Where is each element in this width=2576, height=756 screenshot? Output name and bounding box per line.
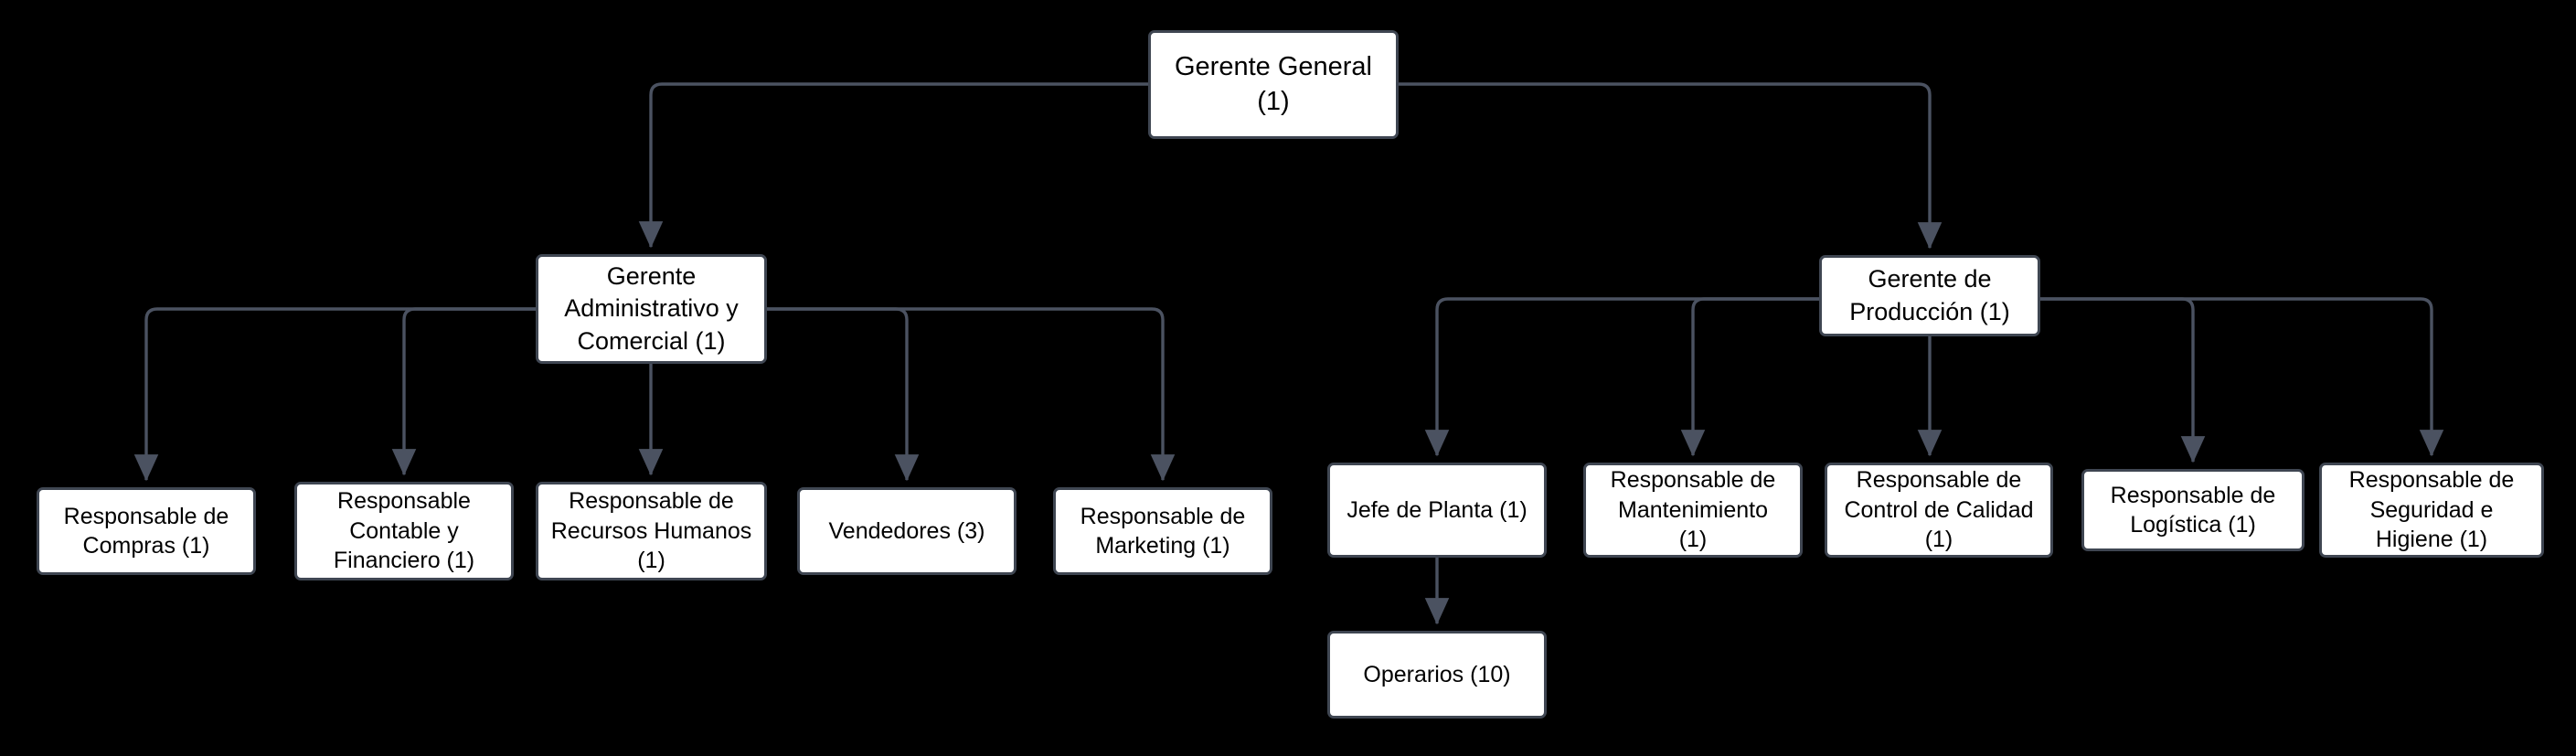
node-responsable-logistica[interactable]: Responsable de Logística (1) <box>2081 469 2305 551</box>
edge-admin-vendedores <box>767 307 920 482</box>
node-label: Responsable de Mantenimiento (1) <box>1610 467 1776 553</box>
edge-prod-mantenimiento <box>1680 297 1819 457</box>
node-responsable-mantenimiento[interactable]: Responsable de Mantenimiento (1) <box>1583 463 1803 558</box>
edge-prod-logistica <box>2040 297 2206 463</box>
node-label: Gerente General (1) <box>1174 51 1372 116</box>
node-gerente-produccion[interactable]: Gerente de Producción (1) <box>1819 255 2040 336</box>
node-responsable-compras[interactable]: Responsable de Compras (1) <box>37 487 256 575</box>
node-label: Responsable de Recursos Humanos (1) <box>550 488 752 574</box>
node-responsable-control-calidad[interactable]: Responsable de Control de Calidad (1) <box>1825 463 2053 558</box>
node-label: Responsable Contable y Financiero (1) <box>333 488 475 574</box>
edge-admin-marketing <box>767 307 1176 482</box>
edge-prod-jefe-planta <box>1424 297 1819 457</box>
edge-prod-seguridad <box>2040 297 2444 457</box>
node-responsable-recursos-humanos[interactable]: Responsable de Recursos Humanos (1) <box>536 482 767 580</box>
node-label: Jefe de Planta (1) <box>1347 496 1528 523</box>
node-gerente-general[interactable]: Gerente General (1) <box>1148 30 1399 139</box>
node-label: Responsable de Compras (1) <box>63 503 229 559</box>
node-operarios[interactable]: Operarios (10) <box>1327 631 1547 719</box>
node-responsable-marketing[interactable]: Responsable de Marketing (1) <box>1053 487 1272 575</box>
node-responsable-contable-financiero[interactable]: Responsable Contable y Financiero (1) <box>294 482 514 580</box>
node-vendedores[interactable]: Vendedores (3) <box>797 487 1017 575</box>
edge-admin-compras <box>133 307 536 482</box>
node-label: Vendedores (3) <box>828 517 985 544</box>
node-label: Responsable de Logística (1) <box>2110 482 2276 538</box>
node-label: Gerente Administrativo y Comercial (1) <box>564 262 739 355</box>
node-gerente-administrativo-comercial[interactable]: Gerente Administrativo y Comercial (1) <box>536 254 767 364</box>
edge-admin-contable <box>391 307 536 476</box>
node-label: Responsable de Seguridad e Higiene (1) <box>2348 467 2515 553</box>
node-responsable-seguridad-higiene[interactable]: Responsable de Seguridad e Higiene (1) <box>2319 463 2544 558</box>
edge-root-admin <box>638 82 1148 249</box>
node-label: Operarios (10) <box>1363 661 1511 687</box>
node-jefe-de-planta[interactable]: Jefe de Planta (1) <box>1327 463 1547 558</box>
node-label: Responsable de Marketing (1) <box>1080 503 1246 559</box>
edge-root-produccion <box>1399 82 1943 250</box>
node-label: Gerente de Producción (1) <box>1849 265 2010 325</box>
node-label: Responsable de Control de Calidad (1) <box>1844 467 2034 553</box>
